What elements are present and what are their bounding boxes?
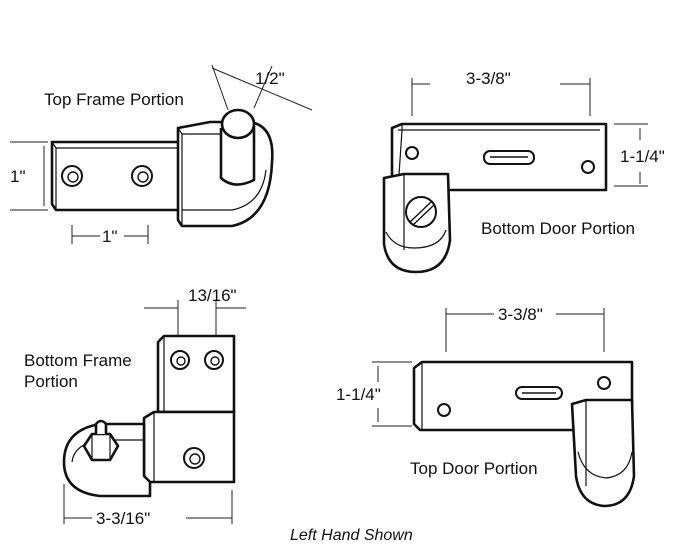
pivot-screw: [405, 196, 437, 228]
bottom-door-portion: [382, 78, 648, 274]
dim-pin-diameter: 1/2": [255, 69, 285, 88]
adjustment-slot: [483, 150, 535, 165]
label-bottom-frame-portion-line2: Portion: [24, 372, 78, 391]
dim-bottom-frame-width: 13/16": [188, 286, 237, 305]
pivot-pin: [219, 108, 256, 186]
dim-top-frame-hole-spacing: 1": [102, 227, 118, 246]
dim-bottom-frame-length: 3-3/16": [96, 509, 150, 528]
countersunk-hole: [183, 447, 205, 469]
adjustment-slot: [515, 386, 563, 400]
label-bottom-door-portion: Bottom Door Portion: [481, 219, 635, 238]
label-bottom-frame-portion-line1: Bottom Frame: [24, 351, 132, 370]
countersunk-hole: [204, 350, 224, 370]
label-top-frame-portion: Top Frame Portion: [44, 90, 184, 109]
hex-nut-stud: [82, 419, 120, 462]
mounting-hole: [597, 376, 611, 390]
label-top-door-portion: Top Door Portion: [410, 459, 538, 478]
dim-top-frame-height: 1": [10, 167, 26, 186]
dim-top-door-height: 1-1/4": [336, 385, 381, 404]
dim-top-door-length: 3-3/8": [498, 305, 543, 324]
bottom-frame-portion: [62, 300, 246, 524]
mounting-hole: [581, 160, 595, 174]
dim-bottom-door-length: 3-3/8": [466, 69, 511, 88]
top-door-portion: [372, 308, 636, 508]
dim-bottom-door-height: 1-1/4": [620, 147, 665, 166]
countersunk-hole: [61, 165, 83, 187]
caption-left-hand-shown: Left Hand Shown: [290, 527, 413, 544]
countersunk-hole: [131, 165, 153, 187]
mounting-hole: [405, 146, 419, 160]
mounting-hole: [437, 403, 451, 417]
top-frame-portion: [10, 64, 313, 244]
countersunk-hole: [170, 350, 190, 370]
